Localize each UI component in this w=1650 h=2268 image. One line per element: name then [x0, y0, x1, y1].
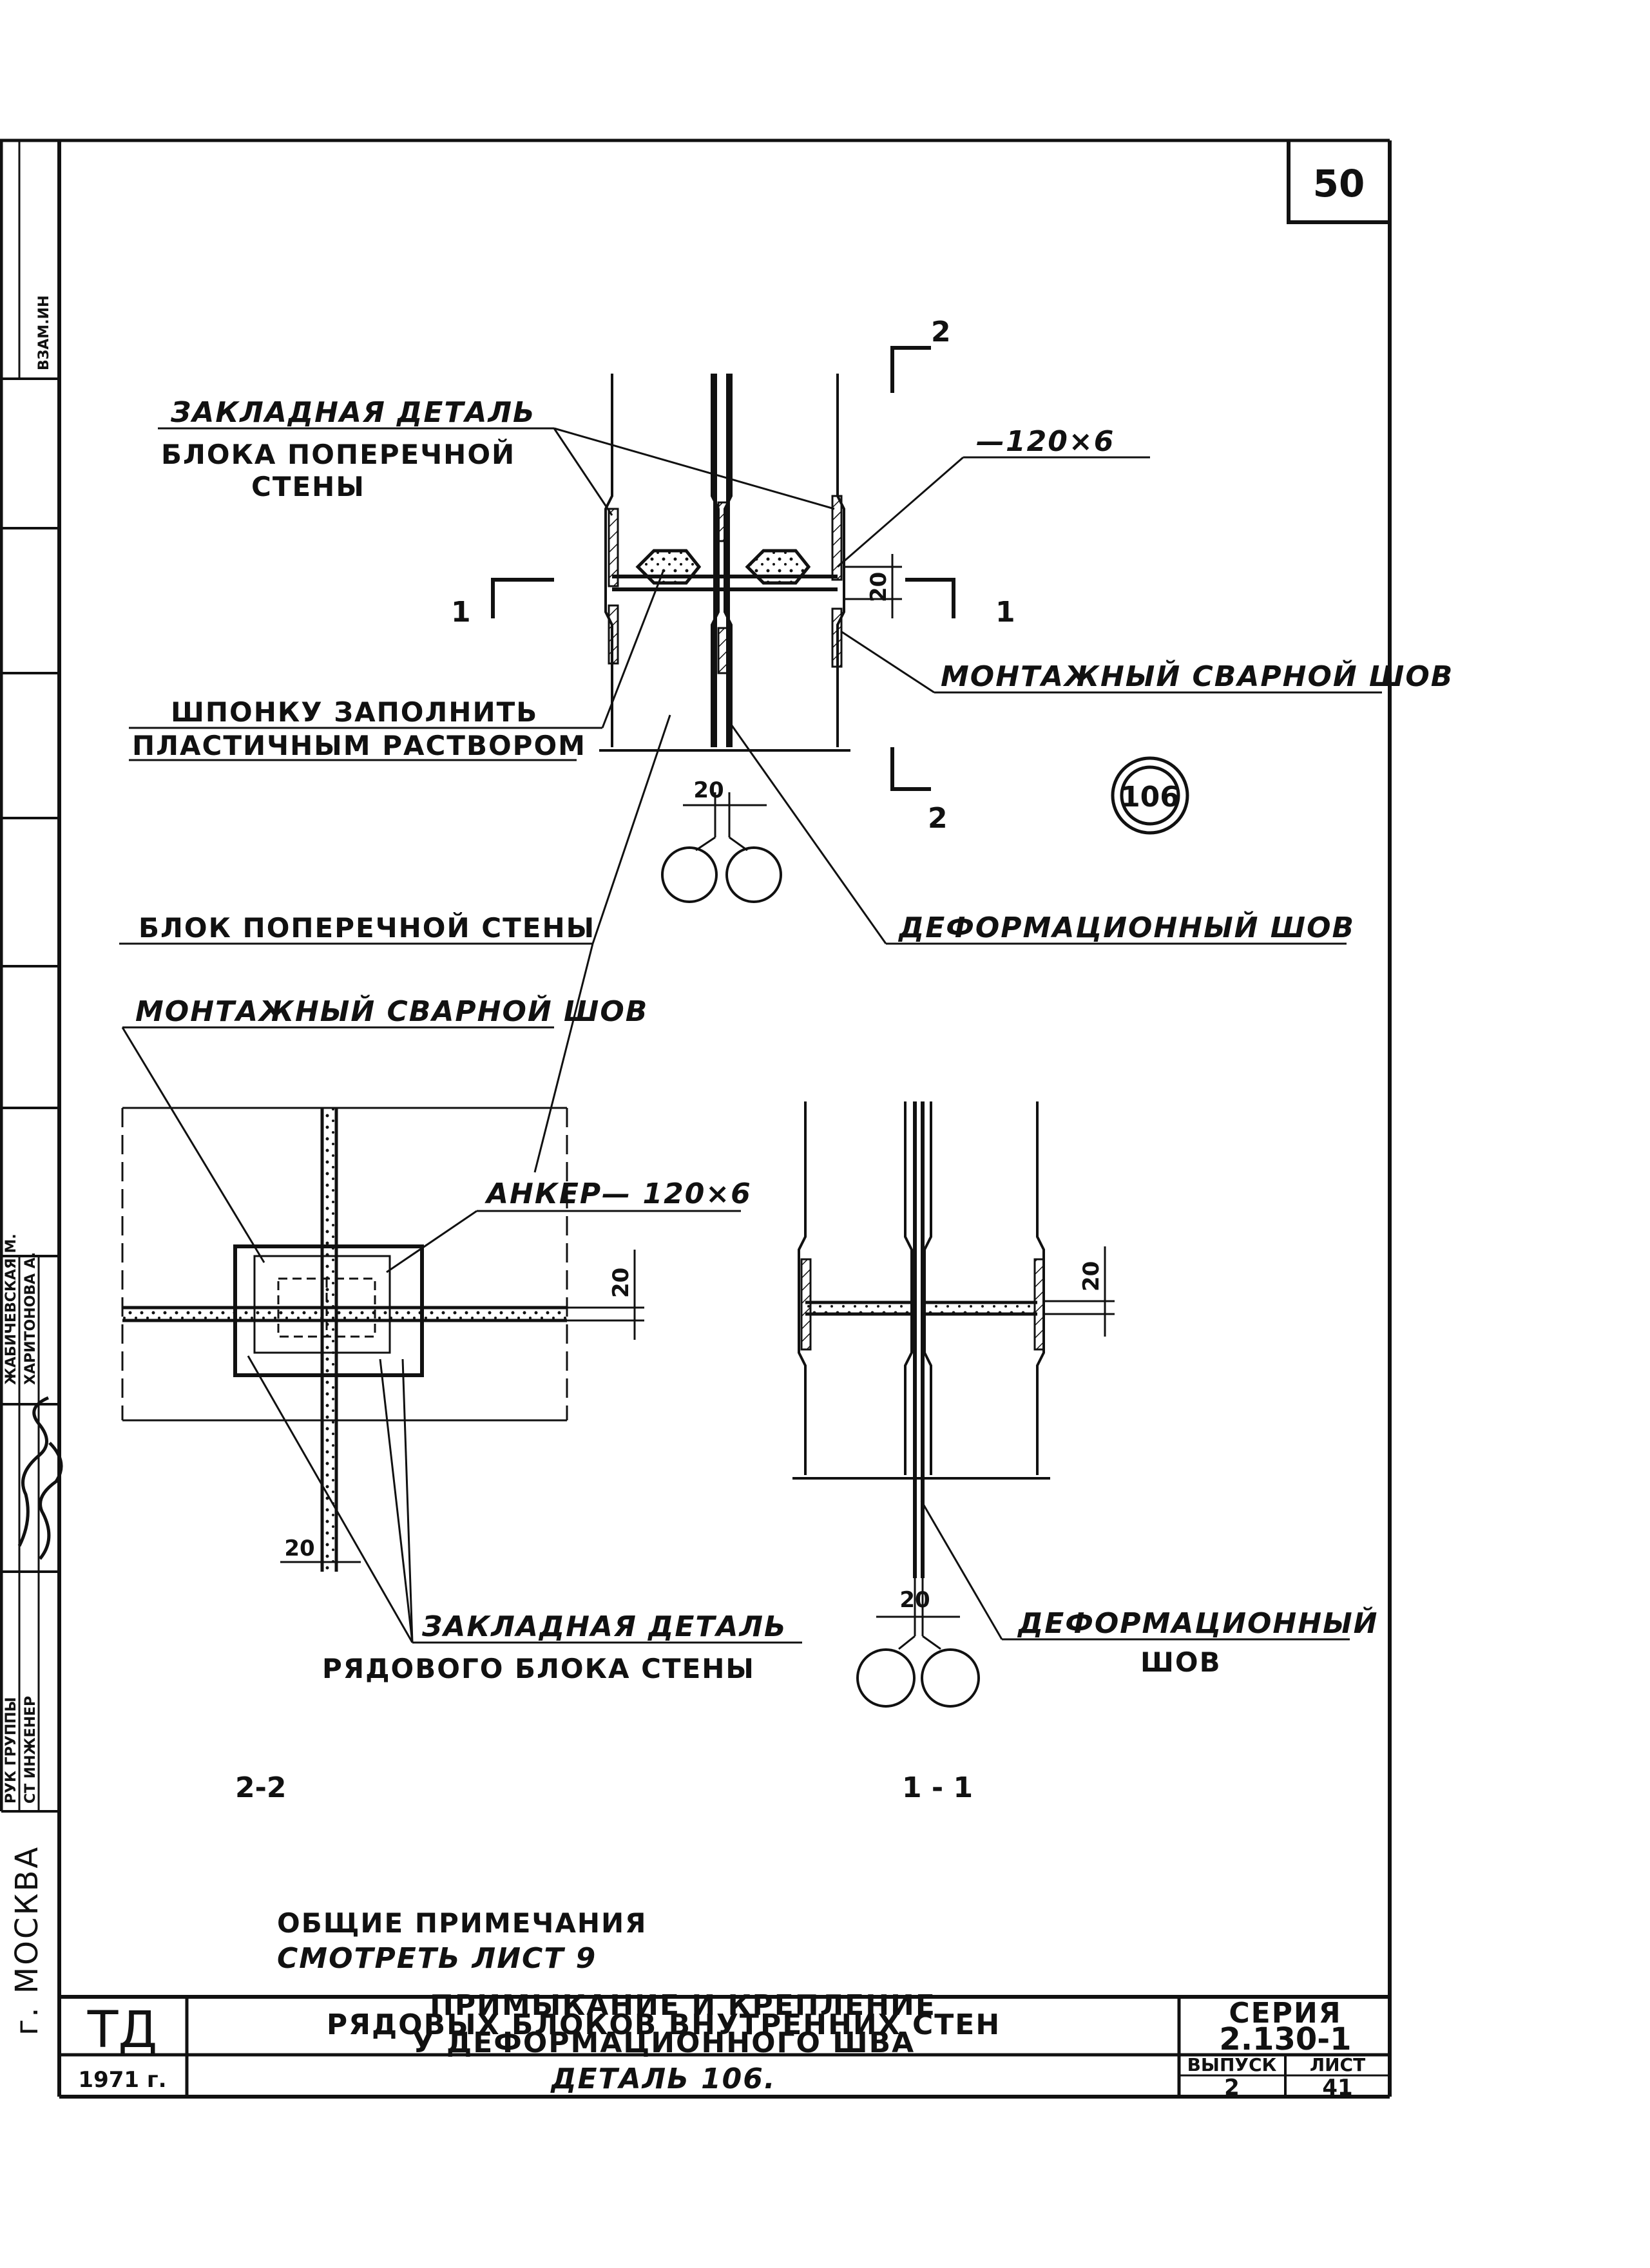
label-weld-left: МОНТАЖНЫЙ СВАРНОЙ ШОВ	[135, 994, 648, 1028]
label-expansion-joint-2b: ШОВ	[1140, 1646, 1222, 1678]
signature-marks	[17, 1396, 63, 1560]
cut-mark-2-top: 2	[931, 316, 951, 348]
label-key-fill-2: ПЛАСТИЧНЫМ РАСТВОРОМ	[132, 730, 586, 761]
side-vzam: ВЗАМ.ИН	[36, 296, 52, 371]
sheet-number-box: 50	[1287, 140, 1390, 224]
dim-top-vertical	[844, 554, 902, 618]
tb-detail: ДЕТАЛЬ 106.	[550, 2063, 776, 2095]
side-name-1: ЖАБИЧЕВСКАЯ М.	[3, 1234, 19, 1385]
label-cross-block: БЛОК ПОПЕРЕЧНОЙ СТЕНЫ	[139, 911, 595, 944]
tb-title-3: У ДЕФОРМАЦИОННОГО ШВА	[412, 2026, 915, 2059]
label-embedded-cross-2: БЛОКА ПОПЕРЕЧНОЙ	[161, 438, 515, 470]
dim-11-horizontal	[856, 1578, 980, 1708]
tb-series-label: СЕРИЯ	[1229, 1997, 1341, 2030]
dim-top-horizontal	[661, 792, 782, 903]
side-name-2: ХАРИТОНОВА А.	[23, 1252, 39, 1385]
plan-detail-top	[599, 374, 850, 752]
tb-issue-value: 2	[1224, 2075, 1240, 2101]
dim-top-v-value: 20	[866, 572, 892, 602]
cut-mark-1-left: 1	[451, 596, 471, 629]
side-city: г. МОСКВА	[9, 1845, 45, 2035]
dim-11-h-value: 20	[899, 1587, 930, 1613]
side-role-1: РУК ГРУППЫ	[3, 1697, 19, 1804]
label-embedded-row-2: РЯДОВОГО БЛОКА СТЕНЫ	[322, 1653, 755, 1684]
detail-marker-number: 106	[1120, 781, 1180, 814]
tb-sheet-label: ЛИСТ	[1310, 2054, 1365, 2075]
tb-sheet-value: 41	[1322, 2075, 1352, 2101]
section-1-1	[792, 1101, 1050, 1578]
tb-title-1: ПРИМЫКАНИЕ И КРЕПЛЕНИЕ	[430, 1989, 936, 2022]
top-embedded-plates	[608, 495, 843, 674]
dim-22-vertical	[567, 1250, 644, 1340]
tb-org: ТД	[87, 2001, 158, 2059]
dim-22-h-value: 20	[284, 1536, 314, 1561]
label-anchor: АНКЕР— 120×6	[484, 1177, 752, 1210]
top-keys-fill	[638, 551, 809, 583]
sheet-number: 50	[1313, 162, 1365, 205]
tb-issue-label: ВЫПУСК	[1187, 2054, 1277, 2075]
label-embedded-cross-3: СТЕНЫ	[251, 471, 365, 502]
label-embedded-row-1: ЗАКЛАДНАЯ ДЕТАЛЬ	[421, 1610, 787, 1643]
note-line-2: СМОТРЕТЬ ЛИСТ 9	[277, 1942, 597, 1975]
cut-mark-1	[491, 578, 955, 618]
dim-top-h-value: 20	[693, 777, 724, 803]
cut-mark-2	[890, 346, 931, 791]
cut-mark-2-bottom: 2	[928, 802, 948, 835]
label-weld-top: МОНТАЖНЫЙ СВАРНОЙ ШОВ	[941, 659, 1453, 693]
detail-marker	[1111, 756, 1189, 835]
view-title-1-1: 1 - 1	[902, 1771, 973, 1804]
view-title-2-2: 2-2	[235, 1771, 287, 1804]
label-key-fill-1: ШПОНКУ ЗАПОЛНИТЬ	[171, 696, 538, 728]
side-role-2: СТ ИНЖЕНЕР	[23, 1696, 39, 1804]
dim-11-vertical	[1044, 1246, 1115, 1337]
dim-11-v-value: 20	[1079, 1261, 1104, 1291]
note-line-1: ОБЩИЕ ПРИМЕЧАНИЯ	[277, 1907, 648, 1939]
tb-series-value: 2.130-1	[1219, 2021, 1351, 2057]
tb-title-2: РЯДОВЫХ БЛОКОВ ВНУТРЕННИХ СТЕН	[327, 2008, 1001, 2041]
label-expansion-joint: ДЕФОРМАЦИОННЫЙ ШОВ	[897, 910, 1355, 944]
leaders-top	[119, 427, 1382, 1173]
label-embedded-cross-1: ЗАКЛАДНАЯ ДЕТАЛЬ	[170, 396, 536, 429]
joint-2-2-vertical-fill	[322, 1108, 336, 1572]
dim-22-v-value: 20	[608, 1268, 634, 1298]
tb-year: 1971 г.	[78, 2067, 166, 2093]
joint-2-2-horizontal-fill	[122, 1308, 567, 1320]
title-block	[59, 1995, 1390, 2097]
cut-mark-1-right: 1	[995, 596, 1015, 629]
label-expansion-joint-2a: ДЕФОРМАЦИОННЫЙ	[1017, 1606, 1378, 1640]
section-1-1-plates	[800, 1258, 1045, 1351]
leaders-section-11	[920, 1500, 1350, 1641]
label-plate: —120×6	[976, 425, 1115, 458]
leaders-section-22	[121, 1026, 802, 1644]
sheet-frame	[0, 138, 1392, 2099]
